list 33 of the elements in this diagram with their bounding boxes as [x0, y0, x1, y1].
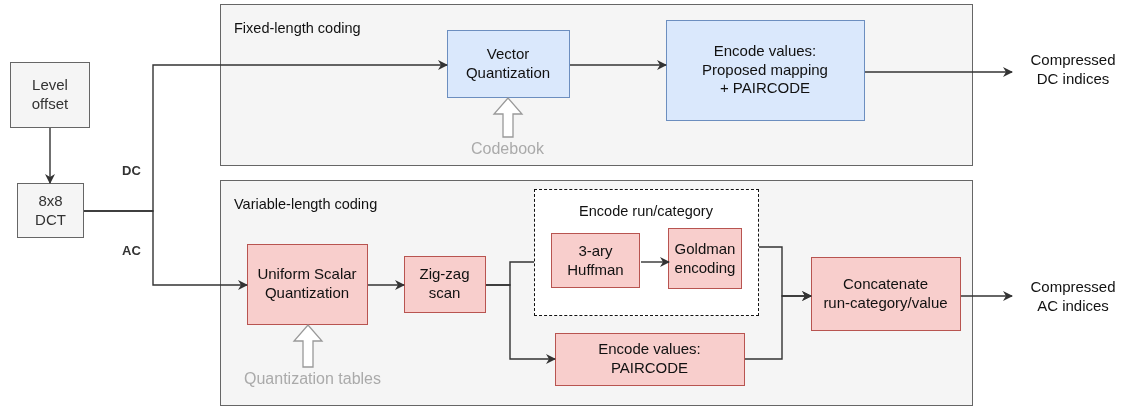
arrow [83, 210, 248, 290]
signal-label: DC [122, 163, 141, 178]
output-label: Compressed AC indices [1029, 278, 1117, 316]
input-label: Quantization tables [244, 368, 381, 389]
arrow [45, 127, 55, 184]
input-label: Codebook [471, 138, 544, 159]
process-box: Encode values: Proposed mapping + PAIRCODE [665, 19, 865, 121]
process-box: Uniform Scalar Quantization [246, 243, 368, 325]
process-box: Vector Quantization [446, 29, 570, 98]
block-arrow [292, 324, 324, 368]
arrow [960, 291, 1013, 301]
process-box: Level offset [10, 62, 90, 128]
group-title: Encode run/category [579, 201, 713, 220]
group-panel [220, 180, 973, 406]
arrow [640, 257, 670, 267]
process-box: Goldman encoding [668, 228, 742, 289]
group-title: Fixed-length coding [234, 19, 361, 38]
process-box: Concatenate run-category/value [810, 256, 961, 331]
group-box [533, 188, 759, 316]
process-box: 3-ary Huffman [551, 233, 640, 288]
group-title: Variable-length coding [234, 195, 378, 214]
signal-label: AC [122, 243, 141, 258]
group-panel [220, 4, 973, 166]
arrow [864, 67, 1013, 77]
arrow [569, 60, 667, 70]
arrow [367, 280, 405, 290]
process-box: 8x8 DCT [17, 183, 84, 238]
block-arrow [492, 97, 524, 138]
arrow [744, 291, 812, 360]
process-box: Encode values: PAIRCODE [554, 332, 745, 386]
arrow [485, 284, 556, 364]
output-label: Compressed DC indices [1029, 51, 1117, 89]
process-box: Zig-zag scan [403, 255, 486, 313]
